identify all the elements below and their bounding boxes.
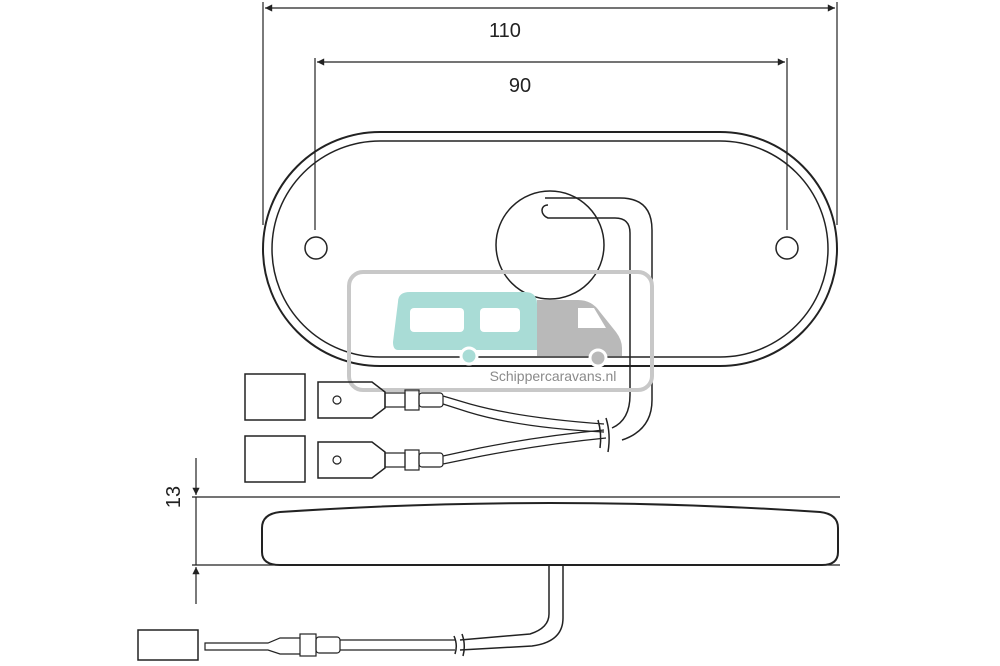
dimension-90: 90 xyxy=(314,58,788,230)
connector-lower-hole xyxy=(332,455,342,465)
caravan-icon xyxy=(393,292,537,350)
connector-lower-crimp xyxy=(384,452,406,468)
dimension-label-110: 110 xyxy=(489,20,521,42)
dimension-label-13: 13 xyxy=(163,486,185,508)
wire-lower-a xyxy=(442,429,605,457)
mounting-hole-left xyxy=(304,236,328,260)
side-cable-outer xyxy=(459,565,550,641)
side-connector-crimp xyxy=(299,633,317,657)
side-connector-sleeve xyxy=(137,629,199,661)
wire-upper-b xyxy=(442,403,605,433)
dimension-label-90: 90 xyxy=(509,75,531,97)
connector-lower-blade xyxy=(317,441,386,479)
cable-outer-line xyxy=(545,197,653,441)
side-connector-boot xyxy=(315,636,341,654)
watermark-frame xyxy=(347,270,654,392)
watermark: Schippercaravans.nl xyxy=(347,270,654,392)
dimension-13: 13 xyxy=(163,458,840,604)
dimension-110: 110 xyxy=(262,2,838,225)
connector-upper xyxy=(244,373,605,433)
cable-inner-line xyxy=(541,204,631,429)
connector-upper-crimp xyxy=(384,392,406,408)
van-wheel xyxy=(588,348,608,368)
housing-outline-inner xyxy=(271,140,829,358)
connector-upper-hole xyxy=(332,395,342,405)
caravan-window-2 xyxy=(480,308,520,332)
connector-upper-sleeve xyxy=(244,373,306,421)
lamp-side-view xyxy=(137,502,839,661)
lamp-top-view xyxy=(262,131,838,441)
connector-upper-blade xyxy=(317,381,386,419)
connector-lower-crimp2 xyxy=(404,449,420,471)
van-windshield xyxy=(578,308,606,328)
caravan-wheel xyxy=(459,346,479,366)
wire-upper-a xyxy=(442,395,605,425)
side-cable-tie xyxy=(453,633,466,657)
connector-lower xyxy=(244,417,610,483)
connector-upper-crimp2 xyxy=(404,389,420,411)
watermark-text: Schippercaravans.nl xyxy=(490,368,617,384)
side-wire xyxy=(340,639,455,651)
wire-lower-b xyxy=(442,437,607,465)
cable-grommet xyxy=(495,190,605,300)
connector-lower-boot xyxy=(418,452,444,468)
cable-tie xyxy=(597,417,610,453)
connector-lower-sleeve xyxy=(244,435,306,483)
housing-outline-outer xyxy=(262,131,838,367)
side-housing xyxy=(261,502,839,566)
mounting-hole-right xyxy=(775,236,799,260)
caravan-window-1 xyxy=(410,308,464,332)
side-connector-blade xyxy=(204,637,300,655)
connector-upper-boot xyxy=(418,392,444,408)
side-cable-inner xyxy=(459,565,564,651)
